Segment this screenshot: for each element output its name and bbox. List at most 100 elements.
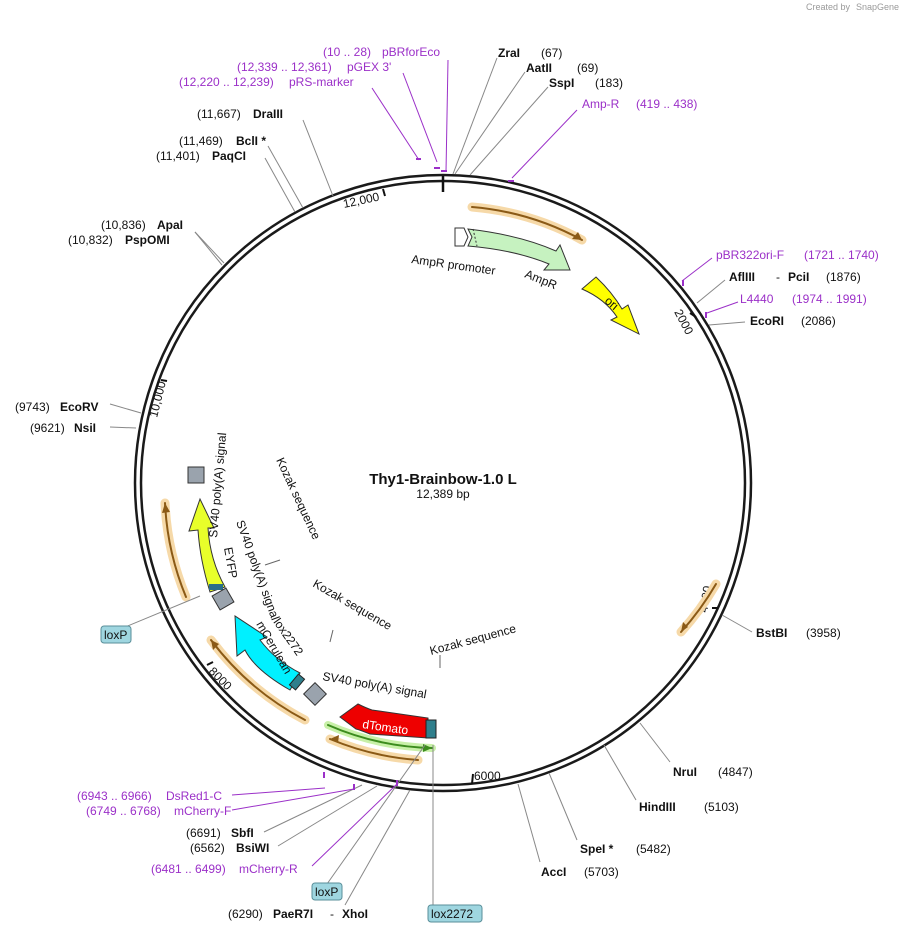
enzyme-nsii-pos: (9621) bbox=[30, 421, 65, 435]
enzyme-bsiwi: BsiWI bbox=[236, 841, 269, 855]
bsiwi-connector bbox=[277, 785, 378, 847]
prs-marker-connector bbox=[371, 87, 420, 161]
enzyme-hindiii: HindIII bbox=[639, 800, 676, 814]
orf-arrowhead-left bbox=[162, 503, 170, 513]
paqci-connector bbox=[264, 157, 296, 213]
mcerulean-arrow bbox=[234, 615, 301, 691]
primer-pgex: pGEX 3' bbox=[347, 60, 391, 74]
tick-2000 bbox=[689, 312, 697, 318]
tick-8000 bbox=[206, 661, 214, 666]
enzyme-sbfi-pos: (6691) bbox=[186, 826, 221, 840]
primer-mcherry-f: mCherry-F bbox=[174, 804, 231, 818]
tick-label-12000: 12,000 bbox=[342, 190, 381, 211]
hindiii-connector bbox=[603, 744, 637, 801]
ampr-label: AmpR bbox=[523, 267, 559, 293]
ori-arrow bbox=[581, 276, 640, 336]
enzyme-aatii: AatII bbox=[526, 61, 552, 75]
draiii-connector bbox=[302, 119, 334, 197]
dtomato-arrow bbox=[339, 703, 429, 739]
enzyme-bstbi: BstBI bbox=[756, 626, 787, 640]
enzyme-acci-pos: (5703) bbox=[584, 865, 619, 879]
mcherryr-mark bbox=[396, 780, 398, 786]
pbr322ori-connector bbox=[681, 257, 713, 282]
kozak-1-connector bbox=[264, 559, 281, 566]
enzyme-zrai: ZraI bbox=[498, 46, 520, 60]
dsred1c-connector bbox=[231, 787, 326, 796]
enzyme-ecori-pos: (2086) bbox=[801, 314, 836, 328]
primer-pbr322ori-f-range: (1721 .. 1740) bbox=[804, 248, 879, 262]
enzyme-ecorv: EcoRV bbox=[60, 400, 98, 414]
enzyme-paqci: PaqCI bbox=[212, 149, 246, 163]
tick-12000 bbox=[382, 188, 386, 197]
enzyme-nrui: NruI bbox=[673, 765, 697, 779]
aatii-connector bbox=[454, 71, 526, 175]
sv40-label-3: SV40 poly(A) signal bbox=[321, 669, 427, 701]
enzyme-nsii: NsiI bbox=[74, 421, 96, 435]
enzyme-bstbi-pos: (3958) bbox=[806, 626, 841, 640]
enzyme-paer7i-pos: (6290) bbox=[228, 907, 263, 921]
ampr-dotted-mark bbox=[472, 228, 478, 247]
primer-pgex-range: (12,339 .. 12,361) bbox=[237, 60, 332, 74]
sspi-connector bbox=[469, 86, 549, 176]
primer-pbrforeco-range: (10 .. 28) bbox=[323, 45, 371, 59]
sv40-label-2: SV40 poly(A) signal bbox=[233, 518, 282, 622]
dtomato-label: dTomato bbox=[362, 717, 410, 737]
amp-r-mark bbox=[508, 180, 514, 182]
paer7i-connector bbox=[344, 789, 411, 906]
enzyme-paer7i: PaeR7I bbox=[273, 907, 313, 921]
kozak-2-connector bbox=[329, 629, 334, 643]
enzyme-sbfi: SbfI bbox=[231, 826, 254, 840]
sv40-label-1: SV40 poly(A) signal bbox=[206, 432, 229, 538]
enzyme-xhoi: XhoI bbox=[342, 907, 368, 921]
amp-r-connector bbox=[511, 109, 578, 179]
enzyme-afliii: AflIII bbox=[729, 270, 755, 284]
zrai-connector bbox=[452, 57, 498, 175]
enzyme-spei-pos: (5482) bbox=[636, 842, 671, 856]
mcherryf-mark bbox=[353, 784, 355, 790]
ampr-arrow bbox=[467, 228, 571, 271]
enzyme-zrai-pos: (67) bbox=[541, 46, 562, 60]
orf-arrowhead-lowleft bbox=[211, 640, 219, 650]
kozak-label-2: Kozak sequence bbox=[311, 576, 395, 633]
pbrforeco-connector bbox=[445, 59, 449, 173]
afliii-connector bbox=[696, 279, 726, 304]
orf-arc-lowleft bbox=[210, 639, 306, 721]
plasmid-name: Thy1-Brainbow-1.0 L bbox=[369, 471, 517, 488]
backbone-outer bbox=[133, 173, 753, 793]
nsii-connector bbox=[109, 426, 137, 429]
spei-connector bbox=[548, 772, 578, 841]
primer-amp-r-range: (419 .. 438) bbox=[636, 97, 697, 111]
enzyme-nrui-pos: (4847) bbox=[718, 765, 753, 779]
enzyme-sspi: SspI bbox=[549, 76, 574, 90]
enzyme-afliii-pos: (1876) bbox=[826, 270, 861, 284]
loxp-bottom-box bbox=[311, 882, 343, 901]
mcherryr-connector bbox=[311, 782, 399, 867]
prs-marker-mark bbox=[416, 158, 421, 160]
primer-mcherry-r: mCherry-R bbox=[239, 862, 298, 876]
sv40-terminator-box-1 bbox=[187, 466, 205, 484]
pgex-connector bbox=[402, 72, 438, 163]
enzyme-hindiii-pos: (5103) bbox=[704, 800, 739, 814]
enzyme-ecorv-pos: (9743) bbox=[15, 400, 50, 414]
enzyme-acci: AccI bbox=[541, 865, 566, 879]
primer-dsred1-c-range: (6943 .. 6966) bbox=[77, 789, 152, 803]
enzyme-paqci-pos: (11,401) bbox=[156, 149, 200, 163]
orf-arc-left-halo bbox=[160, 498, 191, 602]
dsred1c-mark bbox=[323, 772, 325, 778]
enzyme-aatii-pos: (69) bbox=[577, 61, 598, 75]
enzyme-bcli: BclI * bbox=[236, 134, 266, 148]
pbr322ori-mark bbox=[682, 280, 684, 286]
enzyme-spei: SpeI * bbox=[580, 842, 614, 856]
loxp-left-label: loxP bbox=[104, 628, 127, 642]
primer-mcherry-r-range: (6481 .. 6499) bbox=[151, 862, 226, 876]
primer-prs-marker: pRS-marker bbox=[289, 75, 354, 89]
orf-arrowhead-right bbox=[681, 622, 688, 632]
primer-mcherry-f-range: (6749 .. 6768) bbox=[86, 804, 161, 818]
primer-l4440: L4440 bbox=[740, 292, 774, 306]
primer-prs-marker-range: (12,220 .. 12,239) bbox=[179, 75, 274, 89]
enzyme-pspomi-pos: (10,832) bbox=[68, 233, 113, 247]
enzyme-bsiwi-pos: (6562) bbox=[190, 841, 225, 855]
sv40-terminator-box-2 bbox=[211, 587, 235, 611]
enzyme-bcli-pos: (11,469) bbox=[179, 134, 223, 148]
ecorv-connector bbox=[109, 403, 142, 414]
